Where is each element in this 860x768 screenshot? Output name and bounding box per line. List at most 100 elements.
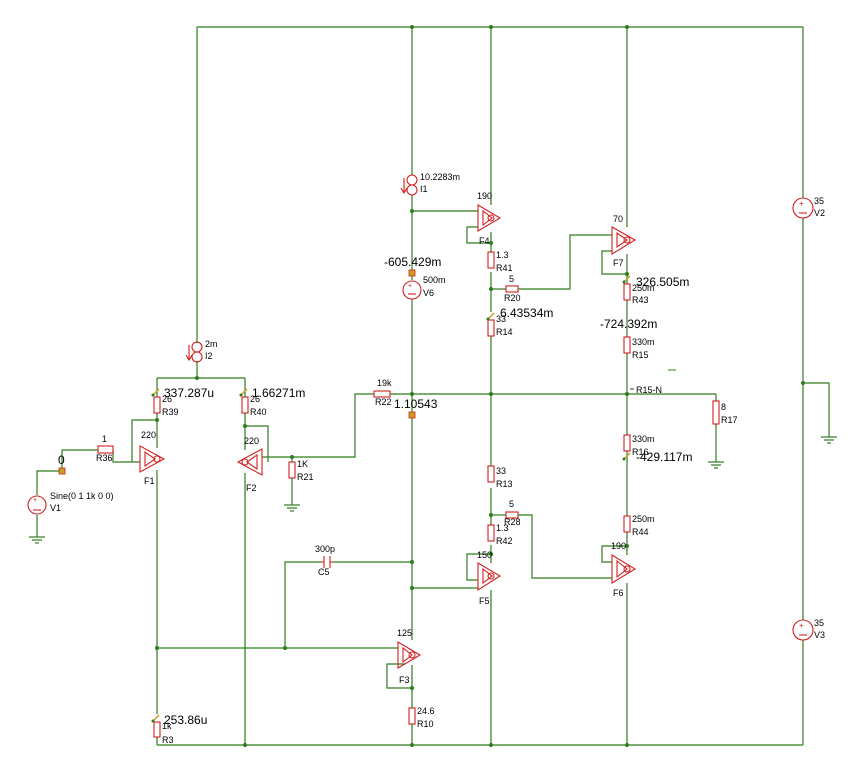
label-r43-value: 250m [632,283,655,293]
label-v3-value: 35 [814,618,824,628]
current-source-i2[interactable] [185,341,203,363]
label-f6-name: F6 [613,588,624,598]
label-v2-value: 35 [814,196,824,206]
label-c5-value: 300p [315,544,335,554]
probe-pin-icon[interactable] [486,312,495,321]
resistor-r16[interactable] [623,434,631,452]
label-r22-name: R22 [375,397,392,407]
label-r28-value: 5 [509,499,514,509]
probe-marker-input[interactable] [58,467,66,475]
resistor-r10[interactable] [408,707,416,725]
label-f3-value: 125 [397,628,412,638]
resistor-r36[interactable] [97,445,114,454]
probe-value-f7: 326.505m [636,275,689,289]
resistor-r17[interactable] [712,400,720,425]
resistor-r14[interactable] [487,319,495,337]
probe-pin-icon[interactable] [151,714,160,723]
probe-marker-output[interactable] [408,411,416,419]
svg-text:+: + [408,283,412,290]
voltage-source-v6[interactable]: + [402,280,422,300]
resistor-r3[interactable] [153,721,161,738]
amplifier-f6[interactable] [611,554,637,584]
label-r13-value: 33 [496,466,506,476]
label-r3-value: 1k [162,721,172,731]
label-v2-name: V2 [814,208,825,218]
label-v3-name: V3 [814,630,825,640]
probe-pin-icon[interactable] [622,452,631,461]
label-r10-value: 24.6 [417,706,435,716]
amplifier-f4[interactable] [477,204,502,232]
label-i2-value: 2m [205,339,218,349]
probe-value-r43: -724.392m [600,317,657,331]
label-r44-value: 250m [632,514,655,524]
resistor-r41[interactable] [487,251,495,269]
resistor-r20[interactable] [505,285,519,293]
probe-value-output: 1.10543 [394,397,438,411]
label-f2-name: F2 [246,483,257,493]
label-i1-value: 10.2283m [420,172,460,182]
voltage-source-v1[interactable]: + [27,495,47,515]
label-c5-name: C5 [318,567,330,577]
svg-text:+: + [799,199,804,208]
probe-marker-v6[interactable] [408,269,416,277]
amplifier-f7[interactable] [611,226,637,255]
label-r39-name: R39 [162,407,179,417]
label-v1-value: Sine(0 1 1k 0 0) [50,491,114,501]
probe-value-input: 0 [58,453,65,467]
resistor-r40[interactable] [241,396,249,414]
label-f1-name: F1 [144,476,155,486]
label-r22-value: 19k [377,378,392,388]
resistor-r39[interactable] [153,396,161,414]
label-r36-value: 1 [102,434,107,444]
label-v6-value: 500m [423,275,446,285]
label-r13-name: R13 [496,479,513,489]
resistor-r43[interactable] [623,283,631,301]
label-f3-name: F3 [399,675,410,685]
resistor-r15[interactable] [623,336,631,354]
probe-pin-icon[interactable] [622,275,631,284]
probe-values: 0 337.287u 1.66271m -605.429m 1.10543 6.… [58,255,692,727]
probe-value-r39: 337.287u [164,386,214,400]
resistor-r21[interactable] [288,461,296,479]
probe-pin-icon[interactable] [239,388,248,397]
label-r40-value: 26 [250,394,260,404]
probe-pin-icon[interactable] [151,388,160,397]
label-r3-name: R3 [162,735,174,745]
resistor-r13[interactable] [487,465,495,483]
component-labels: Sine(0 1 1k 0 0) V1 35 V2 35 V3 500m V6 … [50,172,825,745]
label-f7-value: 70 [613,214,623,224]
label-r21-name: R21 [297,472,314,482]
label-r20-value: 5 [509,274,514,284]
label-r28-name: R28 [504,517,521,527]
current-source-i1[interactable] [400,174,418,196]
amplifier-f1[interactable] [139,445,166,473]
amplifier-f3[interactable] [397,641,422,669]
voltage-source-v3[interactable]: + [792,619,814,641]
resistor-r42[interactable] [487,524,495,542]
label-r17-value: 8 [721,402,726,412]
resistor-r28[interactable] [505,511,519,519]
resistor-r22[interactable] [373,390,391,398]
ground-icon [708,461,724,469]
label-r10-name: R10 [417,719,434,729]
probe-markers [58,269,676,723]
ground-icon [821,436,837,444]
resistor-r44[interactable] [623,515,631,533]
label-r41-name: R41 [496,263,513,273]
label-v1-name: V1 [50,503,61,513]
label-f4-value: 190 [477,191,492,201]
voltage-source-v2[interactable]: + [792,197,814,219]
label-r15-value: 330m [632,337,655,347]
amplifier-f5[interactable] [477,562,502,592]
label-r41-value: 1.3 [496,250,509,260]
probe-value-r3: 253.86u [164,713,207,727]
capacitor-c5[interactable] [321,556,333,568]
amplifier-f2[interactable] [236,448,263,476]
label-f1-value: 220 [141,430,156,440]
resistors [97,251,720,738]
label-f4-name: F4 [479,236,490,246]
label-r40-name: R40 [250,407,267,417]
label-r21-value: 1K [297,459,308,469]
label-f6-value: 190 [611,541,626,551]
